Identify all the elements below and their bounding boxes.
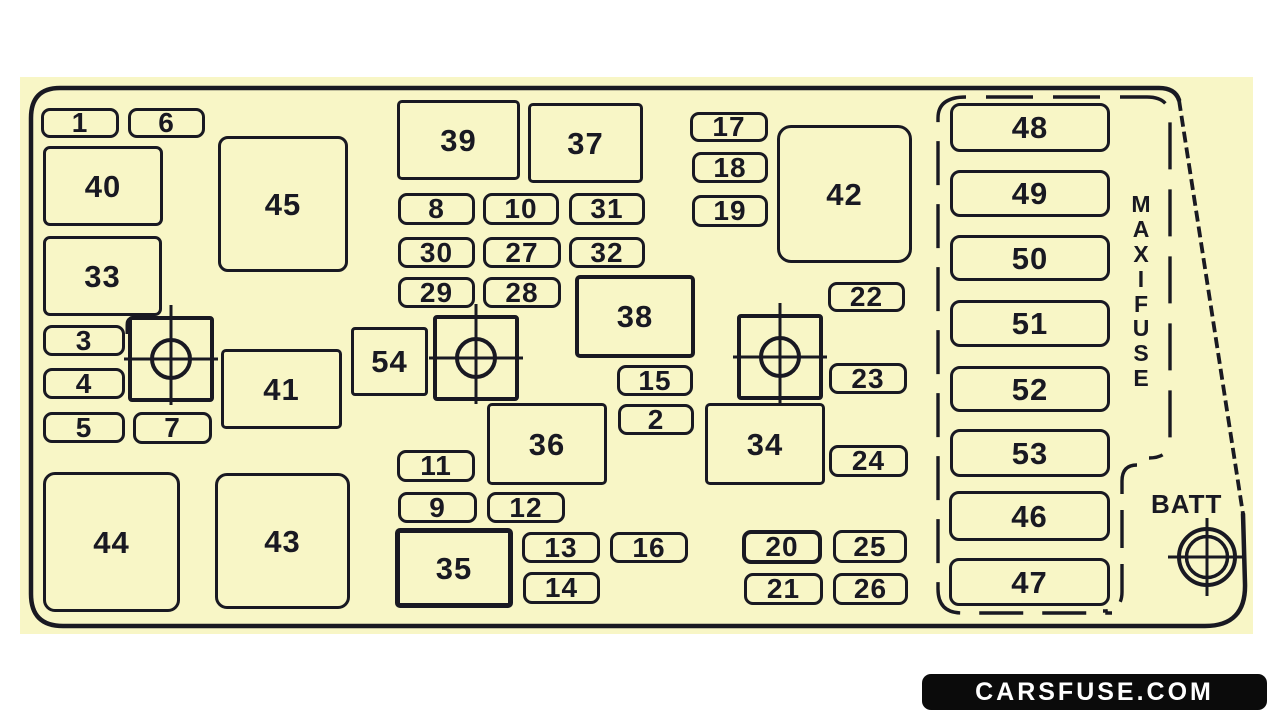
fuse-box-14: 14 — [523, 572, 600, 604]
fuse-box-19: 19 — [692, 195, 768, 227]
fuse-box-10: 10 — [483, 193, 559, 225]
fuse-box-9: 9 — [398, 492, 477, 523]
fuse-box-49: 49 — [950, 170, 1110, 217]
fuse-box-17: 17 — [690, 112, 768, 142]
fuse-box-45: 45 — [218, 136, 348, 272]
fuse-box-28: 28 — [483, 277, 561, 308]
fuse-box-51: 51 — [950, 300, 1110, 347]
fuse-box-33: 33 — [43, 236, 162, 316]
fuse-box-4: 4 — [43, 368, 125, 399]
fuse-box-5: 5 — [43, 412, 125, 443]
fuse-box-22: 22 — [828, 282, 905, 312]
fuse-box-16: 16 — [610, 532, 688, 563]
fuse-box-13: 13 — [522, 532, 600, 563]
fuse-box-2: 2 — [618, 404, 694, 435]
fuse-box-20: 20 — [742, 530, 822, 564]
fuse-box-7: 7 — [133, 412, 212, 444]
fuse-box-21: 21 — [744, 573, 823, 605]
fuse-box-35: 35 — [395, 528, 513, 608]
fuse-box-32: 32 — [569, 237, 645, 268]
batt-label: BATT — [1151, 489, 1223, 519]
fuse-box-39: 39 — [397, 100, 520, 180]
fuse-box-47: 47 — [949, 558, 1110, 606]
fuse-box-24: 24 — [829, 445, 908, 477]
fuse-box-30: 30 — [398, 237, 475, 268]
fuse-box-43: 43 — [215, 473, 350, 609]
carsfuse-watermark-logo: CARSFUSE.COM — [922, 674, 1267, 710]
fuse-box-54: 54 — [351, 327, 428, 396]
fuse-box-40: 40 — [43, 146, 163, 226]
fuse-box-31: 31 — [569, 193, 645, 225]
fuse-box-44: 44 — [43, 472, 180, 612]
fuse-box-1: 1 — [41, 108, 119, 138]
fuse-box-26: 26 — [833, 573, 908, 605]
fuse-box-23: 23 — [829, 363, 907, 394]
fuse-box-34: 34 — [705, 403, 825, 485]
fuse-box-11: 11 — [397, 450, 475, 482]
fuse-box-42: 42 — [777, 125, 912, 263]
fuse-box-27: 27 — [483, 237, 561, 268]
fuse-box-37: 37 — [528, 103, 643, 183]
fuse-box-46: 46 — [949, 491, 1110, 541]
fuse-box-53: 53 — [950, 429, 1110, 477]
fuse-box-50: 50 — [950, 235, 1110, 281]
fuse-box-8: 8 — [398, 193, 475, 225]
fuse-box-3: 3 — [43, 325, 125, 356]
fuse-box-12: 12 — [487, 492, 565, 523]
fuse-box-6: 6 — [128, 108, 205, 138]
fuse-box-29: 29 — [398, 277, 475, 308]
fuse-box-48: 48 — [950, 103, 1110, 152]
fuse-box-15: 15 — [617, 365, 693, 396]
fuse-box-41: 41 — [221, 349, 342, 429]
fuse-box-25: 25 — [833, 530, 907, 563]
fuse-box-52: 52 — [950, 366, 1110, 412]
fuse-box-38: 38 — [575, 275, 695, 358]
fuse-box-36: 36 — [487, 403, 607, 485]
fuse-box-18: 18 — [692, 152, 768, 183]
